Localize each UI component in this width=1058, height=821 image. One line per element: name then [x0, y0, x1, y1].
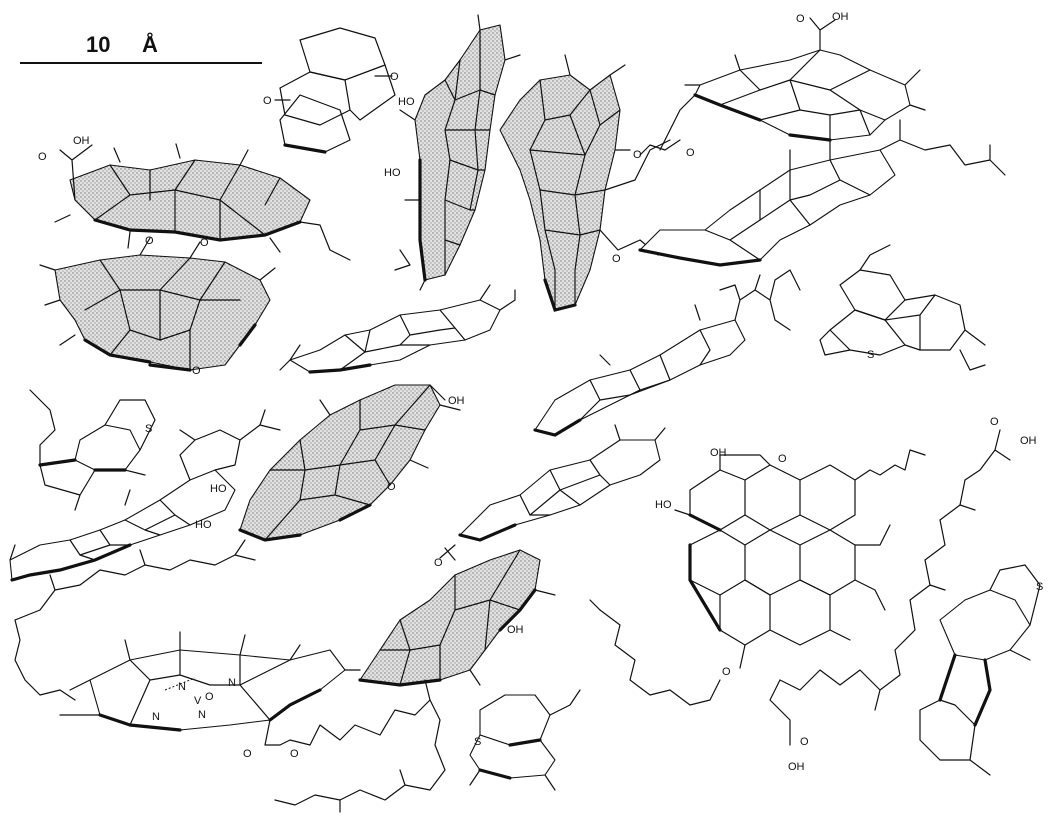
porphyrin-n-bottom: N	[198, 709, 206, 721]
ester-oxygen-1: O	[633, 149, 642, 161]
vert-left-ho-2: HO	[384, 167, 401, 179]
lower-sheet-oxygen: O	[434, 557, 443, 569]
quinone-molecule: O O	[263, 27, 399, 154]
porphyrin-n-left: N	[152, 711, 160, 723]
vertical-aromatic-sheet-left: HO HO	[384, 14, 521, 291]
acid-oxygen: O	[38, 151, 47, 163]
hydroxy-sheet-ho-1: HO	[210, 483, 227, 495]
ester-linkage: O O	[633, 139, 695, 161]
steroid-middle	[279, 284, 516, 374]
vertical-aromatic-sheet-right	[499, 54, 671, 312]
thiophene-aromatic-right: S	[819, 244, 986, 371]
steroid-top-right: O	[612, 119, 1006, 267]
scale-value: 10	[86, 32, 110, 57]
hydroxy-sheet-oh: OH	[448, 395, 465, 407]
anhydride-aromatic-sheet: O O O	[39, 235, 276, 377]
quinone-oxygen-left: O	[263, 95, 272, 107]
alkyl-chain-bottom	[274, 679, 446, 813]
polyaromatic-cluster-right: OH HO O O	[655, 447, 926, 678]
acid-oh: OH	[73, 135, 90, 147]
scale-bar: 10 Å	[20, 31, 262, 64]
thiophene-steroid-far-right: S	[919, 564, 1043, 776]
anhydride-ring-oxygen: O	[192, 365, 201, 377]
hydroxy-sheet-oxygen: O	[387, 481, 396, 493]
steroid-left-low	[9, 409, 281, 582]
bottom-acid-oh: OH	[788, 761, 805, 773]
scale-unit: Å	[142, 31, 158, 57]
lower-aromatic-sheet: O OH	[358, 547, 556, 687]
porphyrin-ester-oxygen-2: O	[290, 748, 299, 760]
alkyl-chain-left	[14, 539, 256, 701]
bottom-acid-oxygen: O	[800, 736, 809, 748]
benzothiophene-left-sulfur: S	[145, 423, 152, 435]
far-right-sulfur: S	[1036, 581, 1043, 593]
porphyrin-vanadium: V	[194, 695, 202, 707]
alkyl-chain-bottom-center	[589, 599, 721, 706]
thiophene-right-sulfur: S	[867, 349, 874, 361]
right-acid-oxygen: O	[990, 416, 999, 428]
anhydride-oxygen-1: O	[145, 235, 154, 247]
benzothiophene-bottom: S	[469, 689, 581, 791]
cluster-oh: OH	[710, 447, 727, 459]
cluster-ring-oxygen: O	[778, 453, 787, 465]
vert-left-ho-1: HO	[398, 96, 415, 108]
quinone-oxygen-right: O	[390, 71, 399, 83]
hydroxy-sheet-ho-2: HO	[195, 519, 212, 531]
porphyrin-ester-oxygen-1: O	[243, 748, 252, 760]
steroid-center	[533, 269, 801, 437]
lower-sheet-oh: OH	[507, 624, 524, 636]
alkyl-chain-acid-right: O OH OH O	[769, 416, 1037, 773]
steroid-center-lower	[439, 424, 666, 559]
top-right-aromatic-acid: O OH	[659, 11, 926, 151]
cluster-ho: HO	[655, 499, 672, 511]
porphyrin-n-top: N	[178, 681, 186, 693]
cluster-ether-oxygen: O	[722, 666, 731, 678]
anhydride-oxygen-2: O	[200, 237, 209, 249]
right-acid-oh: OH	[1020, 435, 1037, 447]
carboxylic-aromatic-sheet: O OH	[38, 135, 351, 261]
top-right-acid-oxygen: O	[796, 13, 805, 25]
benzothiophene-left: S	[29, 389, 156, 511]
benzothiophene-bottom-sulfur: S	[474, 736, 481, 748]
top-right-acid-oh: OH	[832, 11, 849, 23]
steroid-ether-oxygen: O	[612, 253, 621, 265]
porphyrin-vanadyl-oxygen: O	[205, 691, 214, 703]
ester-oxygen-2: O	[686, 147, 695, 159]
hydroxy-aromatic-sheet: OH HO HO O	[195, 384, 465, 542]
porphyrin-n-right: N	[228, 677, 236, 689]
vanadyl-porphyrin: N N N N V O O O	[59, 631, 381, 760]
